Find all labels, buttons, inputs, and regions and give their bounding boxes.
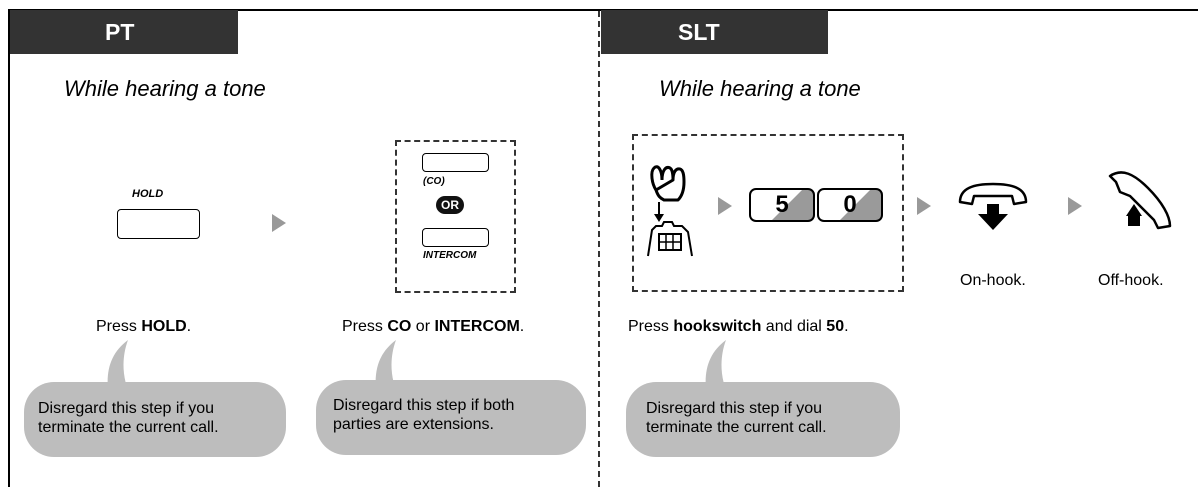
note-line: terminate the current call.: [38, 419, 219, 436]
left-border: [8, 9, 10, 487]
note-line: parties are extensions.: [333, 416, 494, 433]
digit-5: 5: [775, 191, 789, 218]
hold-key-label: HOLD: [132, 188, 164, 200]
section-divider: [598, 11, 600, 487]
intercom-key: [422, 228, 489, 247]
on-hook-icon: [958, 182, 1028, 230]
hookswitch-dial-box: [632, 134, 904, 292]
co-intercom-box: [395, 140, 516, 293]
caption-bold: HOLD: [141, 318, 187, 335]
pt-step2-caption: Press CO or INTERCOM.: [342, 318, 524, 336]
caption-bold: 50: [826, 318, 845, 335]
pt-note2-bubble: Disregard this step if both parties are …: [316, 380, 586, 455]
caption-text: .: [519, 318, 525, 335]
dial-key-5: 5: [749, 188, 815, 222]
caption-text: or: [411, 318, 435, 335]
on-hook-label: On-hook.: [960, 272, 1026, 289]
note-line: Disregard this step if you: [38, 400, 215, 417]
bubble-tail-icon: [705, 340, 726, 390]
off-hook-icon: [1108, 171, 1172, 230]
slt-note-bubble: Disregard this step if you terminate the…: [626, 382, 900, 457]
note-line: Disregard this step if you: [646, 400, 823, 417]
note-line: Disregard this step if both: [333, 397, 515, 414]
arrow-right-icon: [1068, 197, 1082, 215]
caption-text: .: [186, 318, 192, 335]
or-label: OR: [441, 198, 459, 212]
caption-text: Press: [628, 318, 674, 335]
pt-note1-bubble: Disregard this step if you terminate the…: [24, 382, 286, 457]
intercom-key-label: INTERCOM: [423, 250, 477, 261]
pt-step1-caption: Press HOLD.: [96, 318, 191, 336]
slt-subtitle: While hearing a tone: [659, 76, 861, 101]
arrow-right-icon: [718, 197, 732, 215]
slt-tab-label: SLT: [678, 19, 720, 45]
caption-bold: CO: [387, 318, 412, 335]
bubble-tail-icon: [375, 340, 396, 390]
co-key: [422, 153, 489, 172]
caption-bold: INTERCOM: [434, 318, 520, 335]
caption-text: Press: [96, 318, 142, 335]
caption-bold: hookswitch: [673, 318, 762, 335]
hold-key: [117, 209, 200, 239]
note-line: terminate the current call.: [646, 419, 827, 436]
slt-step-caption: Press hookswitch and dial 50.: [628, 318, 849, 336]
bubble-tail-icon: [107, 340, 128, 390]
arrow-right-icon: [917, 197, 931, 215]
dial-key-0: 0: [817, 188, 883, 222]
arrow-right-icon: [272, 214, 286, 232]
caption-text: .: [844, 318, 849, 335]
hand-hookswitch-icon: [647, 165, 693, 257]
digit-0: 0: [843, 191, 857, 218]
caption-text: and dial: [761, 318, 827, 335]
pt-tab: PT: [10, 10, 238, 54]
co-key-label: (CO): [423, 176, 445, 187]
slt-tab: SLT: [601, 10, 828, 54]
caption-text: Press: [342, 318, 388, 335]
or-badge: OR: [436, 196, 464, 214]
pt-tab-label: PT: [105, 19, 135, 45]
off-hook-label: Off-hook.: [1098, 272, 1164, 289]
pt-subtitle: While hearing a tone: [64, 76, 266, 101]
